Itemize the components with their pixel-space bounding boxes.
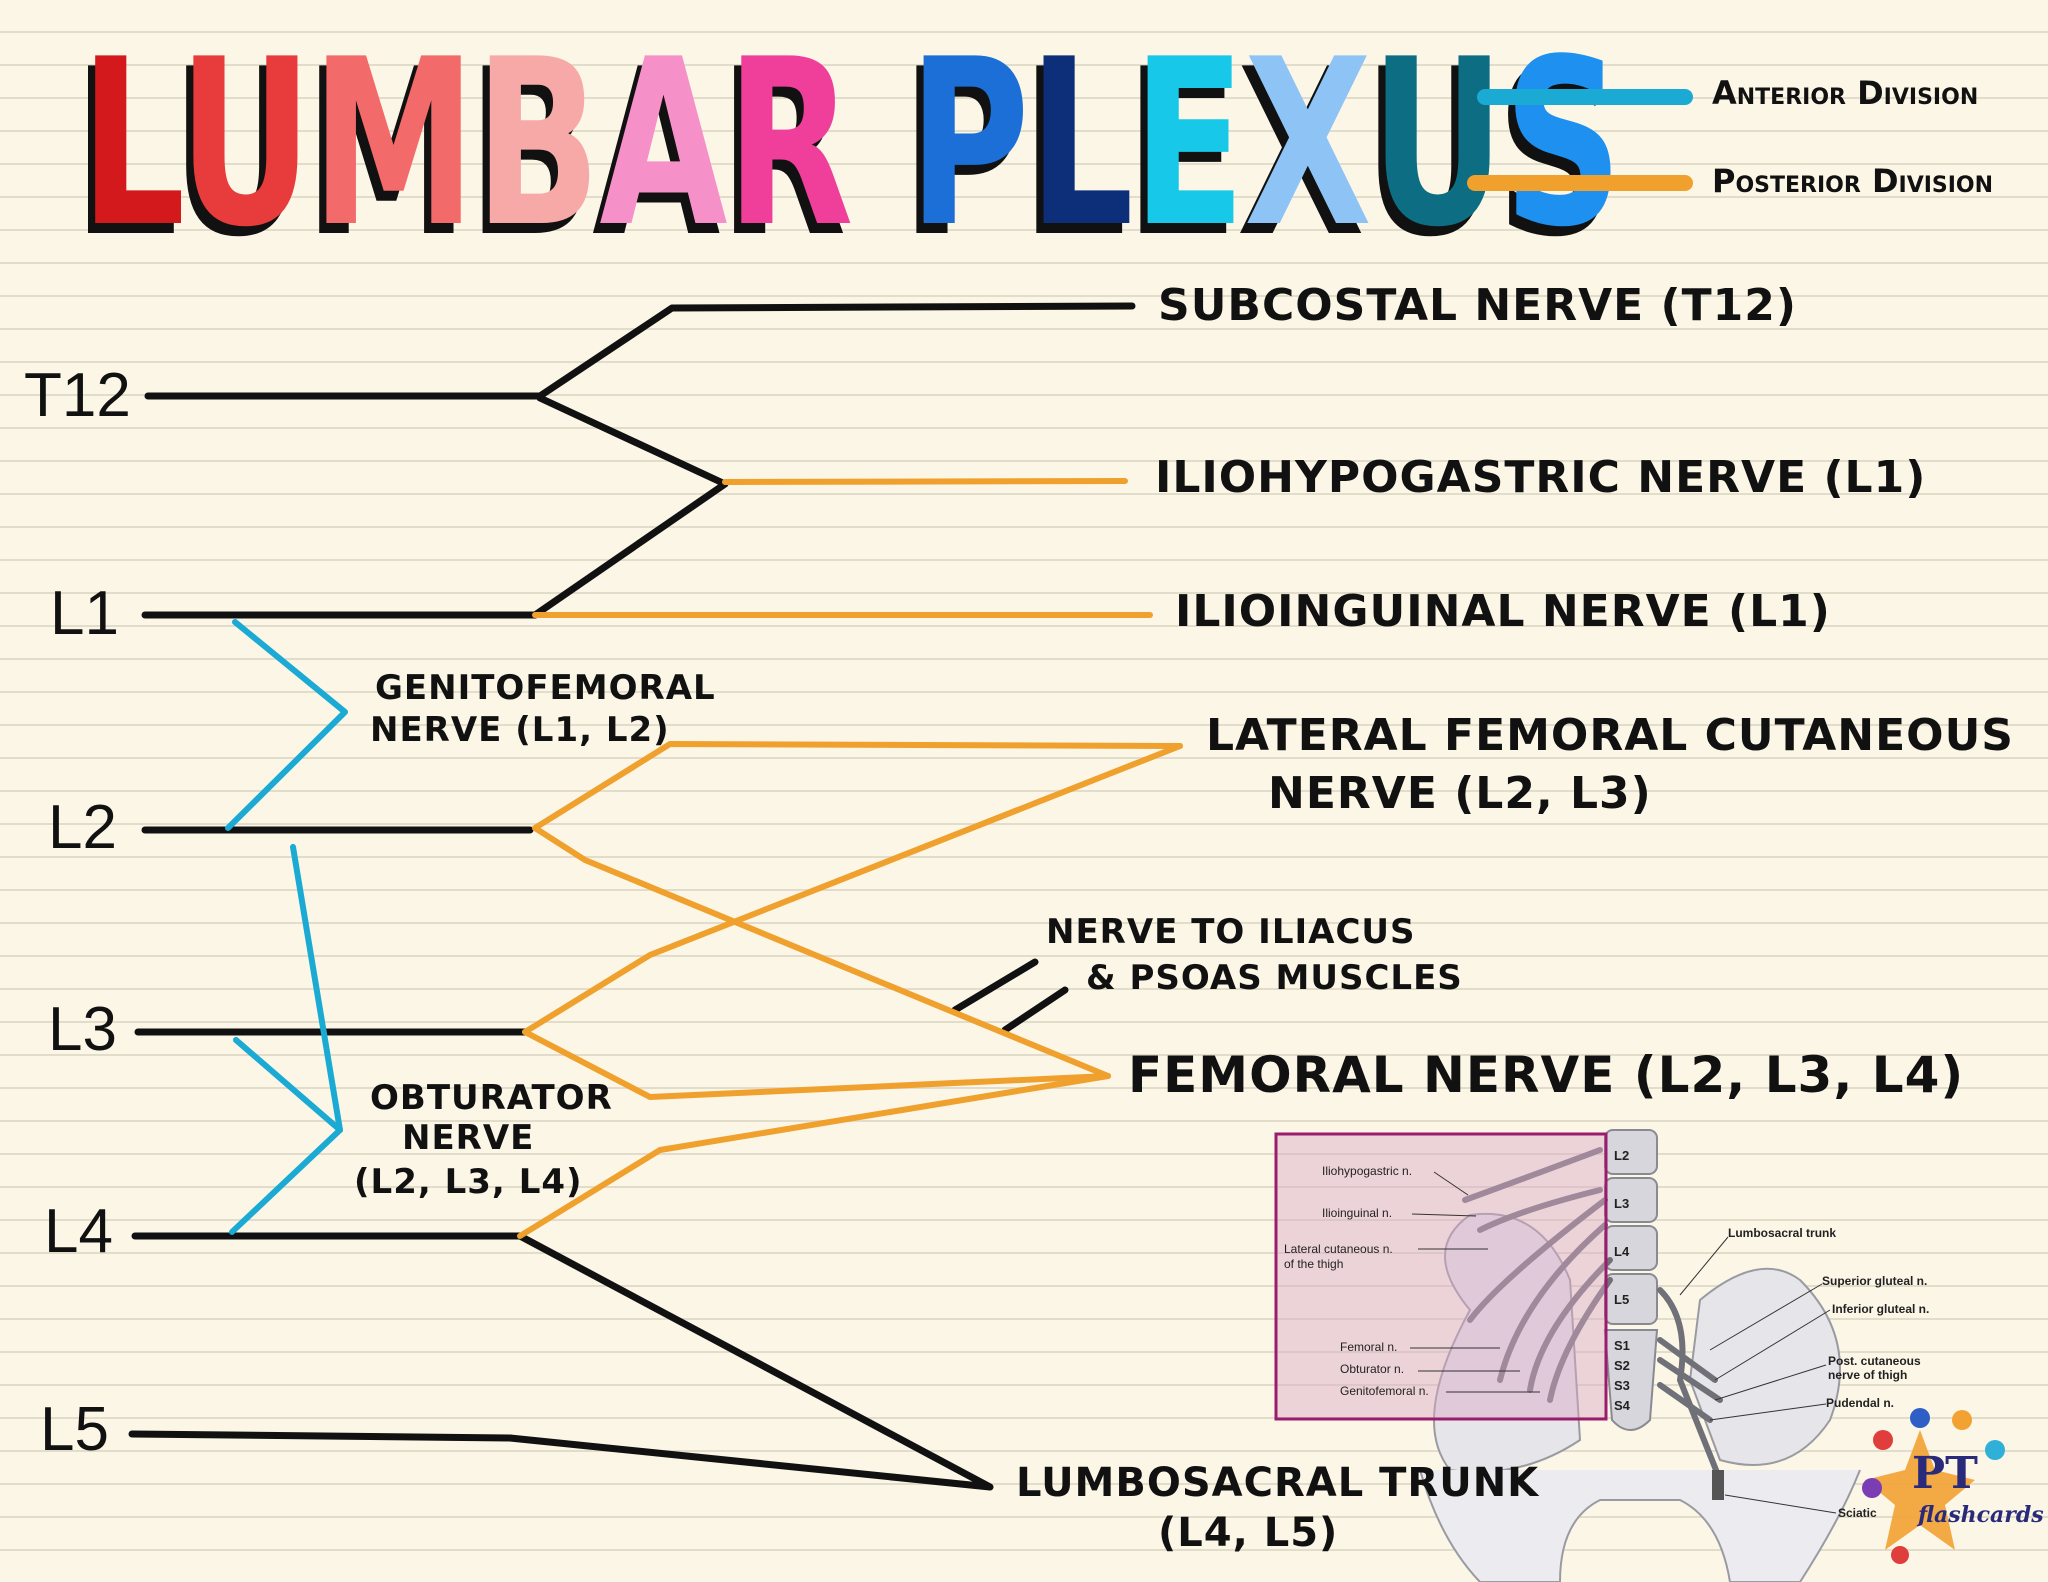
obturator-l3: [233, 1037, 343, 1133]
anat-label-femoral: Femoral n.: [1340, 1340, 1398, 1354]
title-letter: B: [474, 11, 601, 278]
title-letter: P: [908, 11, 1029, 278]
nerve-to-iliacus-2: [1001, 986, 1069, 1034]
vertebra-label: S1: [1614, 1338, 1630, 1353]
anat-label-lumbosacral: Lumbosacral trunk: [1728, 1226, 1837, 1240]
label-subcostal-nerve: SUBCOSTAL NERVE (T12): [1158, 280, 1797, 331]
title-letter: L: [1028, 11, 1134, 278]
anat-label-obturator: Obturator n.: [1340, 1362, 1405, 1376]
vertebra-label: S3: [1614, 1378, 1630, 1393]
anat-label-lat-cut-1: Lateral cutaneous n.: [1284, 1242, 1393, 1256]
lumbosacral-trunk-line: [506, 1232, 994, 1491]
pt-flashcards-logo: [1862, 1408, 2005, 1564]
page-title: LUMBAR PLEXUS: [80, 30, 1623, 260]
title-letter: R: [726, 11, 854, 278]
logo-pt-text: PT: [1912, 1448, 1978, 1499]
anat-label-genitofemoral: Genitofemoral n.: [1340, 1384, 1429, 1398]
root-l5: [128, 1430, 514, 1442]
label-iliohypogastric-nerve: ILIOHYPOGASTRIC NERVE (L1): [1155, 452, 1927, 503]
femoral-l3: [522, 1029, 1111, 1100]
obturator-l2: [290, 844, 343, 1133]
label-lat-fem-cut-2: NERVE (L2, L3): [1268, 768, 1652, 819]
anat-label-lat-cut-2: of the thigh: [1284, 1257, 1344, 1271]
label-obturator-1: OBTURATOR: [370, 1078, 613, 1118]
legend-posterior-label: Posterior Division: [1712, 162, 1994, 200]
vertebra-label: L5: [1614, 1292, 1630, 1307]
t12-to-l1-branch: [531, 394, 729, 619]
label-nerve-to-iliacus-2: & PSOAS MUSCLES: [1086, 958, 1463, 998]
femoral-l2: [532, 825, 1111, 1079]
logo-flashcards-text: flashcards: [1918, 1502, 2044, 1528]
femoral-l4: [517, 1073, 1111, 1239]
level-t12: T12: [24, 361, 131, 430]
anatomy-illustration: [1274, 1129, 1861, 1582]
level-l2: L2: [48, 793, 117, 862]
genitofemoral-line: [225, 619, 348, 831]
nerve-to-iliacus-1: [951, 958, 1039, 1014]
level-l5: L5: [40, 1395, 109, 1464]
label-femoral-nerve: FEMORAL NERVE (L2, L3, L4): [1128, 1046, 1965, 1104]
lat-fem-cut-l2: [532, 741, 1183, 831]
vertebra-label: L3: [1614, 1196, 1630, 1211]
title-letter: U: [178, 11, 312, 278]
anat-label-pudendal: Pudendal n.: [1826, 1396, 1895, 1410]
vertebra-label: S4: [1614, 1398, 1630, 1413]
vertebra-label: L4: [1614, 1244, 1630, 1259]
label-lumbosacral-trunk-1: LUMBOSACRAL TRUNK: [1016, 1460, 1540, 1506]
title-letter: E: [1132, 11, 1245, 278]
obturator-l4: [229, 1127, 343, 1235]
label-genitofemoral-2: NERVE (L1, L2): [370, 710, 670, 750]
anat-label-iliohypogastric: Iliohypogastric n.: [1322, 1164, 1413, 1178]
title-letter: S: [1503, 11, 1622, 278]
anat-label-post-cut-1: Post. cutaneous: [1828, 1354, 1921, 1368]
legend-anterior-label: Anterior Division: [1712, 74, 1979, 112]
label-genitofemoral-1: GENITOFEMORAL: [375, 668, 716, 708]
level-l4: L4: [44, 1197, 113, 1266]
title-letter: U: [1370, 11, 1504, 278]
subcostal-branch: [536, 302, 1136, 400]
label-ilioinguinal-nerve: ILIOINGUINAL NERVE (L1): [1175, 586, 1831, 637]
title-letter: X: [1244, 11, 1372, 278]
lat-fem-cut-l3: [522, 743, 1183, 1035]
title-letter: L: [80, 11, 180, 278]
label-lumbosacral-trunk-2: (L4, L5): [1158, 1510, 1339, 1556]
label-obturator-3: (L2, L3, L4): [354, 1162, 583, 1202]
level-l3: L3: [48, 995, 117, 1064]
anat-label-post-cut-2: nerve of thigh: [1828, 1368, 1908, 1382]
label-lat-fem-cut-1: LATERAL FEMORAL CUTANEOUS: [1206, 710, 2014, 761]
title-letter: A: [599, 11, 727, 278]
anat-label-inf-gluteal: Inferior gluteal n.: [1832, 1302, 1930, 1316]
anat-label-ilioinguinal: Ilioinguinal n.: [1322, 1206, 1393, 1220]
anat-label-sup-gluteal: Superior gluteal n.: [1822, 1274, 1928, 1288]
vertebra-label: S2: [1614, 1358, 1630, 1373]
iliohypogastric-line: [722, 478, 1128, 485]
level-l1: L1: [50, 579, 119, 648]
anat-label-sciatic: Sciatic: [1838, 1506, 1877, 1520]
title-letter: M: [311, 11, 476, 278]
label-obturator-2: NERVE: [402, 1118, 535, 1158]
label-nerve-to-iliacus-1: NERVE TO ILIACUS: [1046, 912, 1416, 952]
vertebra-label: L2: [1614, 1148, 1630, 1163]
